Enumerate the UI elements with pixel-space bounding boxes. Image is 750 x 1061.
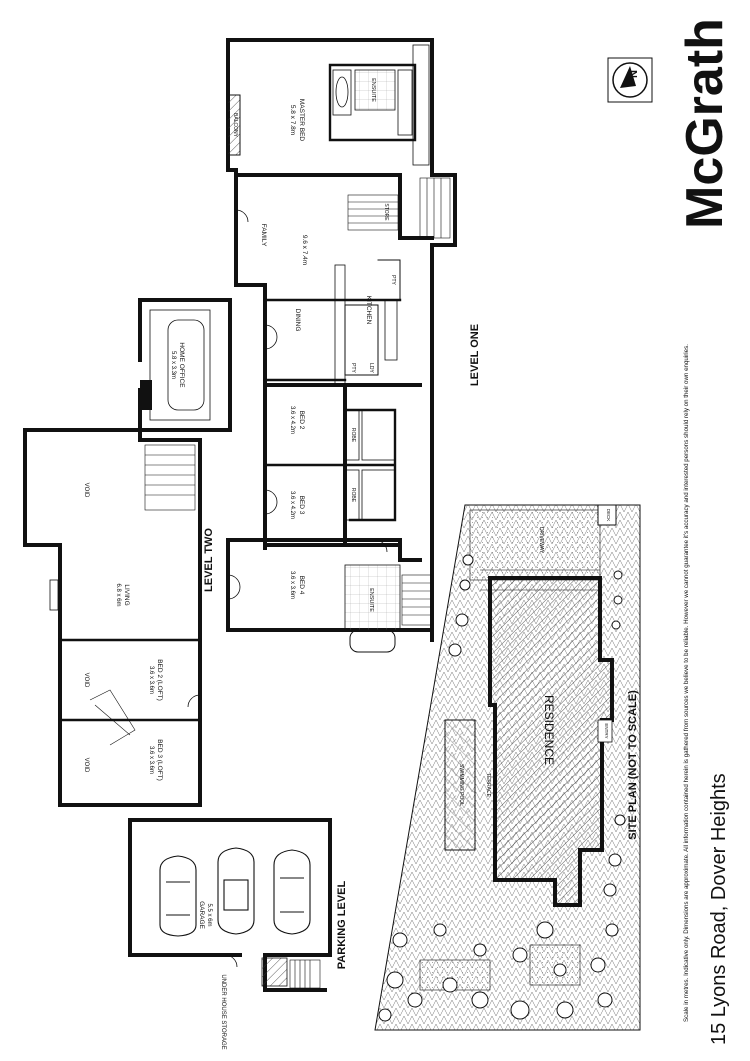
room-bed-3-loft-dim: 3.6 x 3.6m (148, 746, 154, 774)
level-two-plan: VOID LIVING 6.8 x 6m VOID BED 2 (LOFT) 3… (23, 428, 215, 807)
site-terrace: TERRACE (485, 773, 491, 798)
car-3-icon (273, 849, 311, 935)
room-bed-3-dim: 3.6 x 4.2m (289, 491, 295, 519)
room-family-dim: 9.6 x 7.4m (301, 235, 308, 265)
site-pool: SWIMMING POOL (458, 764, 464, 806)
room-garage-dim: 5.5 x 6m (206, 903, 212, 926)
room-garage: GARAGE (198, 901, 205, 929)
room-laundry: LDY (368, 363, 374, 373)
site-driveway: DRIVEWAY (538, 527, 544, 554)
room-bed-4: BED 4 (298, 576, 305, 595)
room-living: LIVING (123, 584, 130, 605)
site-entry: ENTRY (604, 723, 609, 738)
room-bed-2: BED 2 (298, 411, 305, 430)
room-bed-2-dim: 3.6 x 4.2m (289, 406, 295, 434)
room-robe-1: ROBE (350, 428, 356, 443)
car-2-icon (217, 847, 255, 935)
room-pantry-2: PTY (350, 363, 356, 373)
room-storage: UNDER HOUSE STORAGE (220, 974, 226, 1049)
disclaimer-text: Scale in metres. Indicative only. Dimens… (683, 344, 690, 1022)
level-one-label: LEVEL ONE (469, 324, 481, 386)
tree-icon (378, 554, 626, 1022)
room-ensuite-2: ENSUITE (368, 588, 374, 612)
property-address: 15 Lyons Road, Dover Heights (708, 773, 730, 1045)
room-master-dim: 5.8 x 7.8m (289, 105, 296, 135)
svg-text:N: N (628, 70, 640, 78)
level-one-plan: MASTER BED 5.8 x 7.8m ENSUITE BALCONY FA… (226, 38, 481, 653)
room-void-2: VOID (83, 673, 89, 688)
room-ensuite-1: ENSUITE (370, 78, 376, 102)
home-office-plan: HOME OFFICE 5.8 x 3.3m (138, 298, 232, 432)
room-robe-2: ROBE (350, 488, 356, 503)
room-home-office: HOME OFFICE (178, 342, 185, 388)
room-void-1: VOID (83, 483, 89, 498)
room-dining: DINING (294, 309, 301, 332)
room-bed-2-loft-dim: 3.6 x 3.6m (148, 666, 154, 694)
room-bed-3-loft: BED 3 (LOFT) (156, 739, 163, 781)
room-balcony: BALCONY (232, 113, 238, 138)
room-store: STORE (383, 203, 389, 221)
room-family: FAMILY (260, 224, 267, 247)
level-two-label: LEVEL TWO (203, 528, 215, 592)
room-pantry: PTY (390, 275, 396, 285)
room-kitchen: KITCHEN (365, 296, 372, 325)
room-bed-3: BED 3 (298, 496, 305, 515)
brand-logo: McGrath (676, 18, 734, 229)
site-plan: RESIDENCE SWIMMING POOL TERRACE DRIVEWAY… (374, 504, 641, 1031)
room-void-3: VOID (83, 758, 89, 773)
room-bed-4-dim: 3.6 x 3.6m (289, 571, 295, 599)
room-home-office-dim: 5.8 x 3.3m (170, 351, 176, 379)
room-bed-2-loft: BED 2 (LOFT) (156, 659, 163, 701)
room-living-dim: 6.8 x 6m (115, 583, 121, 606)
parking-level-plan: GARAGE 5.5 x 6m UNDER HOUSE STORAGE PARK… (128, 818, 348, 1050)
parking-level-label: PARKING LEVEL (336, 881, 348, 970)
brand-strip: N McGrath Scale in metres. Indicative on… (607, 18, 734, 1045)
car-1-icon (159, 855, 197, 937)
site-deck: DECK (606, 509, 611, 522)
site-residence: RESIDENCE (542, 695, 556, 765)
site-plan-label: SITE PLAN (NOT TO SCALE) (627, 690, 639, 840)
room-master-bed: MASTER BED (298, 99, 305, 142)
compass-north-icon: N (607, 57, 653, 103)
